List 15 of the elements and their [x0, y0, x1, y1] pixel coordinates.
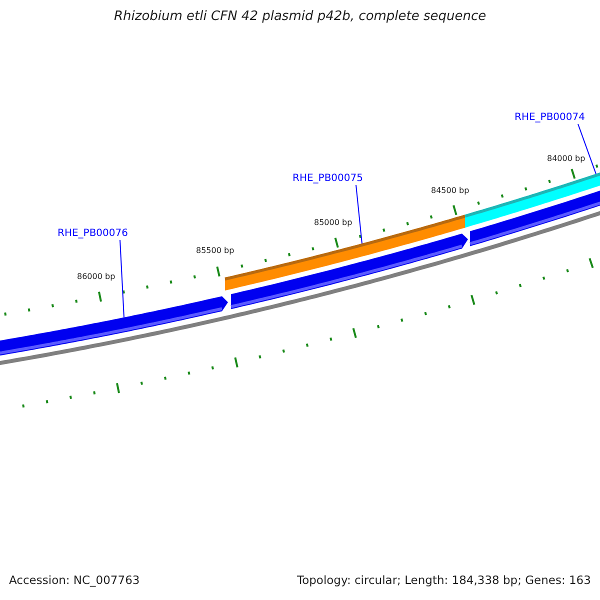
leader-line: [120, 240, 124, 318]
leader-line: [356, 184, 362, 244]
topology-note: Topology: circular; Length: 184,338 bp; Genes: 163: [297, 574, 591, 588]
tick-label: 84000 bp: [547, 154, 586, 164]
gene-label: RHE_PB00076: [58, 228, 128, 240]
title: Rhizobium etli CFN 42 plasmid p42b, complete sequence: [114, 9, 486, 25]
leader-line: [578, 124, 596, 174]
accession-note: Accession: NC_007763: [9, 574, 140, 588]
tick-label: 86000 bp: [77, 272, 116, 282]
tick-label: 85500 bp: [196, 246, 234, 256]
tick-label: 84500 bp: [431, 186, 470, 196]
gene-bar: [0, 296, 228, 358]
tick-label: 85000 bp: [314, 218, 352, 228]
gene-label: RHE_PB00075: [292, 173, 363, 185]
gene-label: RHE_PB00074: [514, 112, 585, 124]
